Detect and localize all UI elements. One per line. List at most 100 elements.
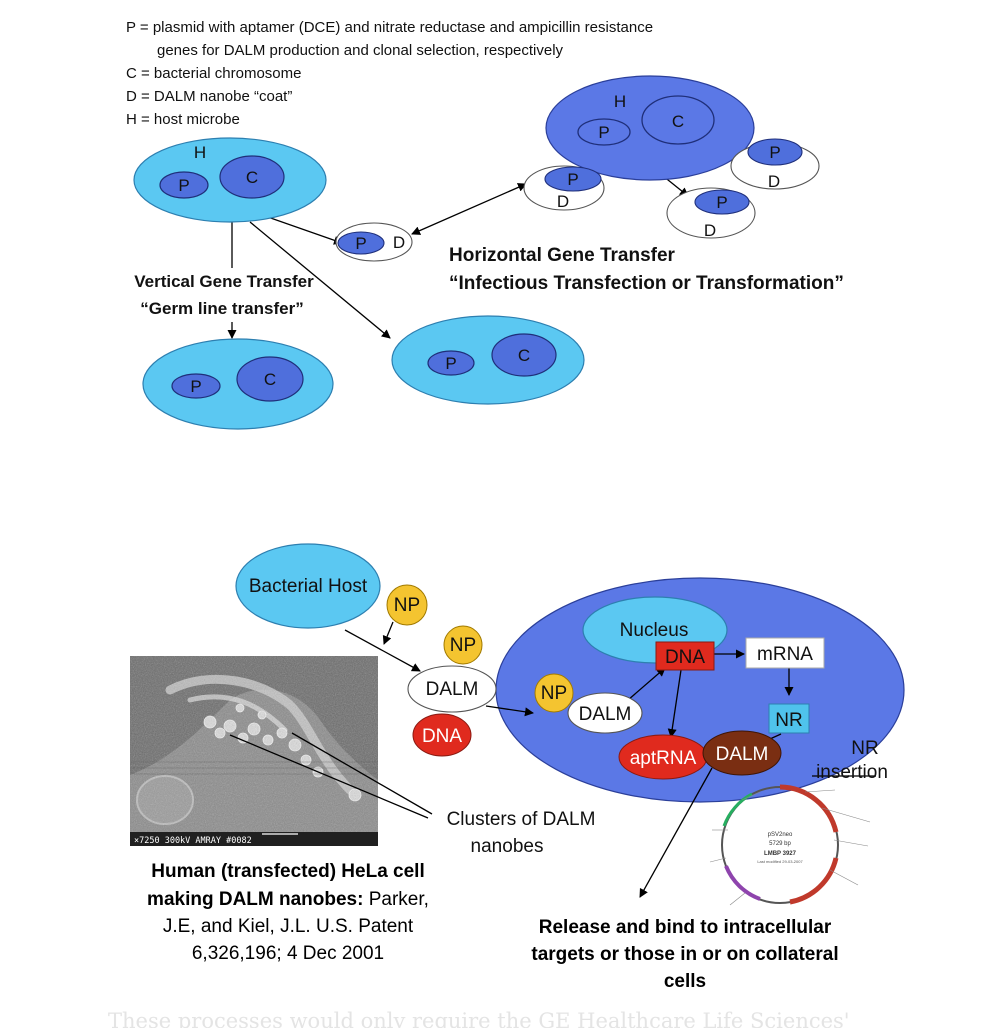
plasmid-map: pSV2neo 5729 bp LMBP 3927 Last modified …	[709, 784, 871, 906]
dalm-bound-label: DALM	[716, 744, 769, 765]
horizontal-transfer-title: Horizontal Gene Transfer	[449, 245, 676, 266]
legend-line-2: genes for DALM production and clonal sel…	[157, 42, 564, 59]
caption-line-2: making DALM nanobes: Parker,	[147, 889, 429, 910]
nanoparticle	[386, 584, 428, 626]
nucleus-label: Nucleus	[620, 620, 689, 641]
host-microbe-top-right: H C P	[545, 75, 755, 181]
clusters-label-1: Clusters of DALM	[447, 809, 596, 830]
nanoparticle-label: NP	[541, 683, 567, 704]
chromosome	[236, 356, 304, 402]
dalm-into-cell-arrow	[485, 705, 534, 717]
legend-line-3: C = bacterial chromosome	[126, 65, 302, 82]
nanoparticle	[534, 673, 574, 713]
plasmid-label: P	[769, 143, 780, 162]
chromosome-label: C	[246, 168, 258, 187]
plasmid-label: P	[716, 193, 727, 212]
dna-blob-label: DNA	[422, 726, 462, 747]
plasmid	[694, 189, 750, 215]
dalm-in-cell	[567, 692, 643, 734]
release-line-2: targets or those in or on collateral	[531, 944, 838, 965]
nanobe-middle: P D	[335, 222, 413, 262]
coat-label: D	[393, 233, 405, 252]
host-to-dalm-arrow	[344, 629, 421, 672]
vertical-transfer-title: Vertical Gene Transfer	[134, 272, 314, 291]
np-down-arrow	[382, 621, 394, 645]
cluster-pointer-1	[229, 734, 429, 819]
plasmid-label: P	[598, 123, 609, 142]
dalm-nanobe	[407, 665, 497, 713]
caption-line-1: Human (transfected) HeLa cell	[151, 861, 424, 882]
legend: P = plasmid with aptamer (DCE) and nitra…	[126, 19, 653, 128]
nr-label: NR	[775, 710, 802, 731]
micrograph: ×7250 300kV AMRAY #0082	[130, 656, 433, 846]
dalm-to-dna-arrow	[627, 667, 666, 701]
coat-label: D	[557, 192, 569, 211]
release-text: Release and bind to intracellular target…	[531, 917, 838, 992]
cluster-pointer-2	[291, 732, 433, 815]
dalm-label: DALM	[426, 679, 479, 700]
mrna-box	[745, 637, 825, 669]
plasmid	[171, 373, 221, 399]
nr-insertion-line1: NR	[851, 738, 878, 759]
bacterial-host	[235, 543, 381, 629]
plasmid	[427, 350, 475, 376]
host-label: H	[194, 143, 206, 162]
chromosome	[641, 95, 715, 145]
legend-line-4: D = DALM nanobe “coat”	[126, 88, 292, 105]
dna-box	[655, 641, 715, 671]
coat-label: D	[704, 221, 716, 240]
chromosome-label: C	[672, 112, 684, 131]
plasmid	[747, 138, 803, 166]
plasmid-label: P	[355, 234, 366, 253]
legend-line-5: H = host microbe	[126, 111, 240, 128]
caption-line-4: 6,326,196; 4 Dec 2001	[192, 943, 384, 964]
nanoparticle-label: NP	[394, 595, 420, 616]
dalm-bound	[702, 730, 782, 776]
daughter-host-left: C P	[142, 338, 334, 430]
release-line-3: cells	[664, 971, 706, 992]
diagonal-transfer-arrow	[249, 221, 391, 339]
dna-to-aptrna-arrow	[667, 669, 682, 738]
daughter-host-right: C P	[391, 315, 585, 405]
horizontal-transfer-arrow	[411, 183, 527, 235]
nanobe-bottom: P D	[666, 187, 756, 240]
chromosome	[219, 155, 285, 199]
coat-label: D	[768, 172, 780, 191]
plasmid-label: P	[567, 170, 578, 189]
nr-box	[768, 703, 810, 734]
chromosome-label: C	[264, 370, 276, 389]
plasmid-map-name-2: 5729 bp	[769, 841, 791, 847]
host-label: H	[614, 92, 626, 111]
release-arrow	[639, 767, 713, 898]
footer-text: These processes would only require the G…	[108, 1009, 850, 1028]
plasmid-label: P	[178, 176, 189, 195]
chromosome	[491, 333, 557, 377]
nanoparticle-label: NP	[450, 635, 476, 656]
nr-insertion-line2: insertion	[816, 762, 888, 783]
vertical-transfer-subtitle: “Germ line transfer”	[140, 299, 303, 318]
dna-blob	[412, 713, 472, 757]
plasmid	[577, 118, 631, 146]
dna-box-label: DNA	[665, 647, 705, 668]
plasmid-label: P	[190, 377, 201, 396]
dalm-in-cell-label: DALM	[579, 704, 632, 725]
caption-line-2-rest: Parker,	[363, 889, 428, 910]
aptrna-label: aptRNA	[630, 748, 697, 769]
nanoparticle	[443, 625, 483, 665]
caption-line-3: J.E, and Kiel, J.L. U.S. Patent	[163, 916, 414, 937]
plasmid	[544, 166, 602, 192]
plasmid-label: P	[445, 354, 456, 373]
micrograph-caption: Human (transfected) HeLa cell making DAL…	[147, 861, 429, 964]
release-line-1: Release and bind to intracellular	[539, 917, 832, 938]
caption-line-2-bold: making DALM nanobes:	[147, 889, 363, 910]
micrograph-scale: ×7250 300kV AMRAY #0082	[134, 836, 252, 846]
bacterial-host-label: Bacterial Host	[249, 576, 368, 597]
mrna-label: mRNA	[757, 644, 813, 665]
plasmid	[337, 231, 385, 255]
horizontal-transfer-subtitle: “Infectious Transfection or Transformati…	[449, 273, 844, 294]
plasmid-map-name-3: LMBP 3927	[764, 851, 797, 857]
clusters-label-2: nanobes	[471, 836, 544, 857]
chromosome-label: C	[518, 346, 530, 365]
host-microbe-top-left: H C P	[133, 137, 327, 223]
